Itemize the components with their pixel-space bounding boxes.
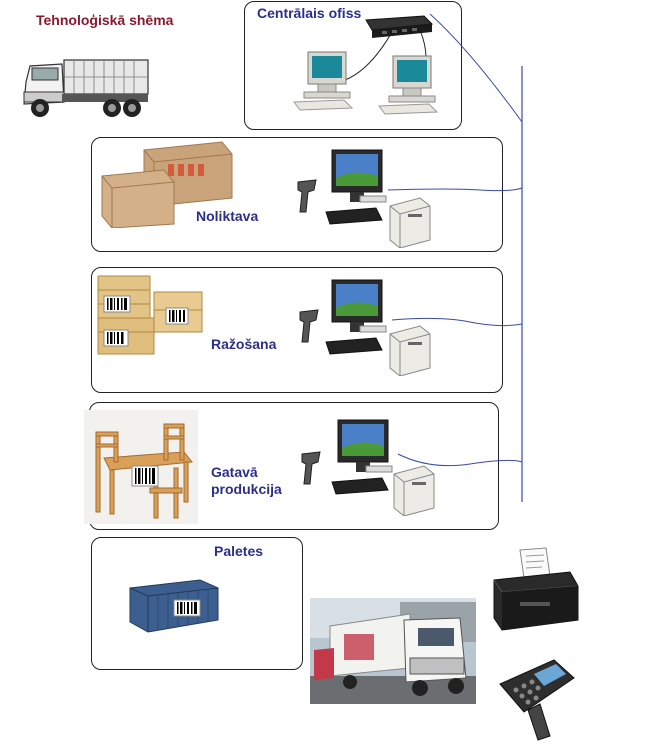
barcode-scanner-icon — [299, 309, 319, 343]
computer-icon — [325, 279, 387, 355]
truck-icon — [23, 59, 149, 117]
trucks-photo-icon — [310, 598, 476, 704]
diagram-title: Tehnoloģiskā shēma — [36, 12, 174, 28]
barcode-scanner-icon — [301, 451, 321, 485]
cardboard-boxes-icon — [101, 141, 233, 228]
computer-icon — [378, 55, 439, 115]
office-label: Centrālais ofiss — [257, 5, 362, 21]
pallets-label: Paletes — [214, 543, 264, 559]
mobile-terminal-icon — [499, 659, 575, 741]
barcode-scanner-icon — [297, 179, 317, 213]
computer-icon — [325, 149, 387, 225]
label-printer-icon — [393, 465, 435, 516]
receipt-printer-icon — [493, 547, 579, 631]
computer-icon — [331, 419, 393, 495]
computer-icon — [293, 51, 354, 111]
production-label: Ražošana — [211, 336, 277, 352]
finished-goods-label: Gatavā produkcija — [211, 464, 282, 497]
network-switch-icon — [365, 15, 434, 38]
warehouse-label: Noliktava — [196, 208, 259, 224]
table-chairs-icon — [84, 410, 198, 524]
label-printer-icon — [389, 197, 431, 248]
shipping-container-icon — [129, 579, 219, 633]
pallet-crates-icon — [97, 275, 203, 355]
label-printer-icon — [389, 325, 431, 376]
